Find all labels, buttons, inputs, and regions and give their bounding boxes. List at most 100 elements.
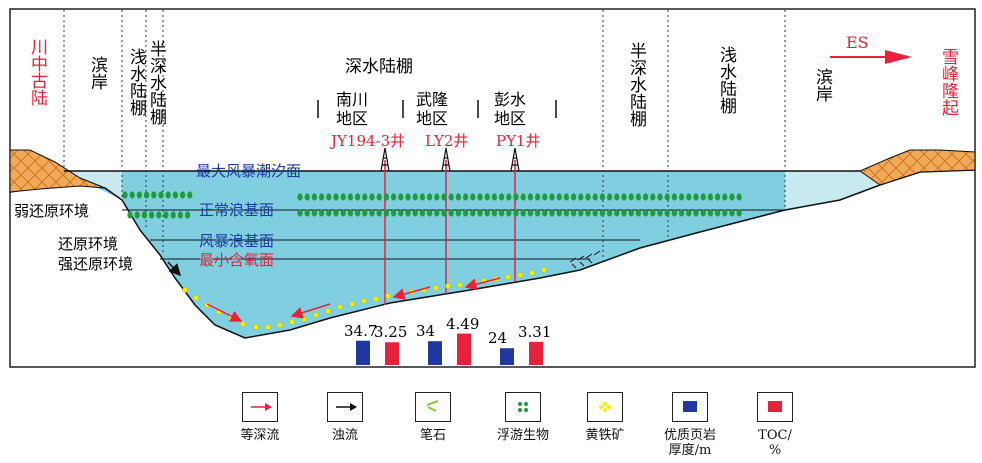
pyrite-dot <box>240 321 246 327</box>
pyrite-dot <box>265 324 271 330</box>
plankton-dot <box>491 209 497 217</box>
plankton-dot <box>163 211 169 219</box>
plankton-dot <box>333 193 339 201</box>
legend-graptolite: 笔石 <box>398 392 468 443</box>
max-storm-tide-label: 最大风暴潮汐面 <box>196 162 302 180</box>
plankton-dot <box>391 193 397 201</box>
plankton-dot <box>427 193 433 201</box>
left-margin-label: 川中古陆 <box>27 38 47 106</box>
plankton-dot <box>463 193 469 201</box>
plankton-dot <box>477 209 483 217</box>
legend-toc: TOC/% <box>740 392 810 458</box>
plankton-dot <box>736 193 742 201</box>
plankton-dot <box>671 209 678 217</box>
plankton-dot <box>535 193 541 201</box>
strong-reducing-label: 强还原环境 <box>58 255 134 273</box>
plankton-dot <box>628 209 634 217</box>
zone-dividers <box>63 10 786 265</box>
seabed-outline <box>9 169 976 339</box>
plankton-dot <box>347 209 353 217</box>
pyrite-dot <box>529 270 535 276</box>
plankton-dot <box>180 191 186 199</box>
thickness-value-label: 34.7 <box>344 321 378 340</box>
pyrite-dot <box>505 274 511 280</box>
pyrite-dot <box>325 308 331 314</box>
plankton-dot <box>592 193 598 201</box>
legend-turbidity-current: 浊流 <box>310 392 380 443</box>
pyrite-dot <box>517 272 523 278</box>
plankton-dot <box>362 193 368 201</box>
plankton-dot <box>304 193 310 201</box>
plankton-dot <box>527 193 534 201</box>
pyrite-dot <box>445 283 451 289</box>
plankton-dot <box>542 193 548 201</box>
plankton-dot <box>729 193 735 201</box>
weak-reducing-label: 弱还原环境 <box>14 202 90 220</box>
plankton-dot <box>127 211 133 219</box>
direction-label: ES <box>846 33 869 52</box>
plankton-dot <box>434 193 440 201</box>
plankton-dot <box>297 209 303 217</box>
plankton-dot <box>621 193 627 201</box>
plankton-dot <box>556 209 562 217</box>
graptolite-marks <box>569 250 601 269</box>
thickness-value-label: 24 <box>488 329 508 348</box>
toc-bar <box>457 333 471 365</box>
plankton-dot <box>513 193 519 201</box>
plankton-dot <box>441 209 447 217</box>
plankton-dot <box>326 193 332 201</box>
plankton-dot <box>448 193 454 201</box>
plankton-dot <box>671 193 678 201</box>
plankton-dot <box>506 193 512 201</box>
zone-shore-left: 滨岸 <box>87 56 107 90</box>
plankton-dot <box>141 211 147 219</box>
plankton-dot <box>149 211 155 219</box>
plankton-dot <box>679 193 685 201</box>
plankton-dot <box>585 193 591 201</box>
plankton-dot <box>177 211 183 219</box>
pyrite-dot <box>313 312 319 318</box>
plankton-dot <box>398 193 404 201</box>
pyrite-dot <box>361 298 367 304</box>
plankton-dot <box>122 191 128 199</box>
plankton-dot <box>484 193 490 201</box>
region-pengshui: 彭水地区 <box>494 90 527 128</box>
plankton-dot <box>707 209 714 217</box>
plankton-dot <box>506 209 512 217</box>
toc-value-label: 4.49 <box>446 314 480 333</box>
plankton-dot <box>700 193 706 201</box>
pyrite-dot <box>182 287 188 293</box>
plankton-dot <box>134 211 140 219</box>
pyrite-dot <box>253 324 259 330</box>
pyrite-dot <box>289 319 295 325</box>
plankton-dot <box>419 193 425 201</box>
plankton-dot <box>635 209 642 217</box>
shallow-water-right <box>785 171 880 210</box>
plankton-dot <box>729 209 735 217</box>
plankton-dot <box>463 209 469 217</box>
plankton-dot <box>477 193 483 201</box>
min-oxygen-label: 最小含氧面 <box>199 251 275 269</box>
plankton-dot <box>585 209 591 217</box>
direction-arrow <box>830 50 912 64</box>
plankton-dot <box>398 209 404 217</box>
plankton-dot <box>376 193 382 201</box>
thickness-bar <box>428 341 442 365</box>
plankton-dot <box>563 193 570 201</box>
plankton-dot <box>319 209 325 217</box>
toc-bar <box>385 342 399 365</box>
plankton-dot <box>311 193 317 201</box>
plankton-dot <box>664 193 670 201</box>
plankton-dot <box>650 209 656 217</box>
plankton-dot <box>311 209 317 217</box>
plankton-dot <box>434 209 440 217</box>
plankton-dot <box>736 209 742 217</box>
pyrite-band <box>182 267 547 330</box>
pyrite-dot <box>541 267 547 273</box>
region-nanchuan: 南川地区 <box>336 90 369 128</box>
plankton-dot <box>340 193 346 201</box>
plankton-dot <box>165 191 171 199</box>
plankton-dot <box>455 209 461 217</box>
toc-bar <box>529 341 543 365</box>
plankton-dot <box>297 193 303 201</box>
